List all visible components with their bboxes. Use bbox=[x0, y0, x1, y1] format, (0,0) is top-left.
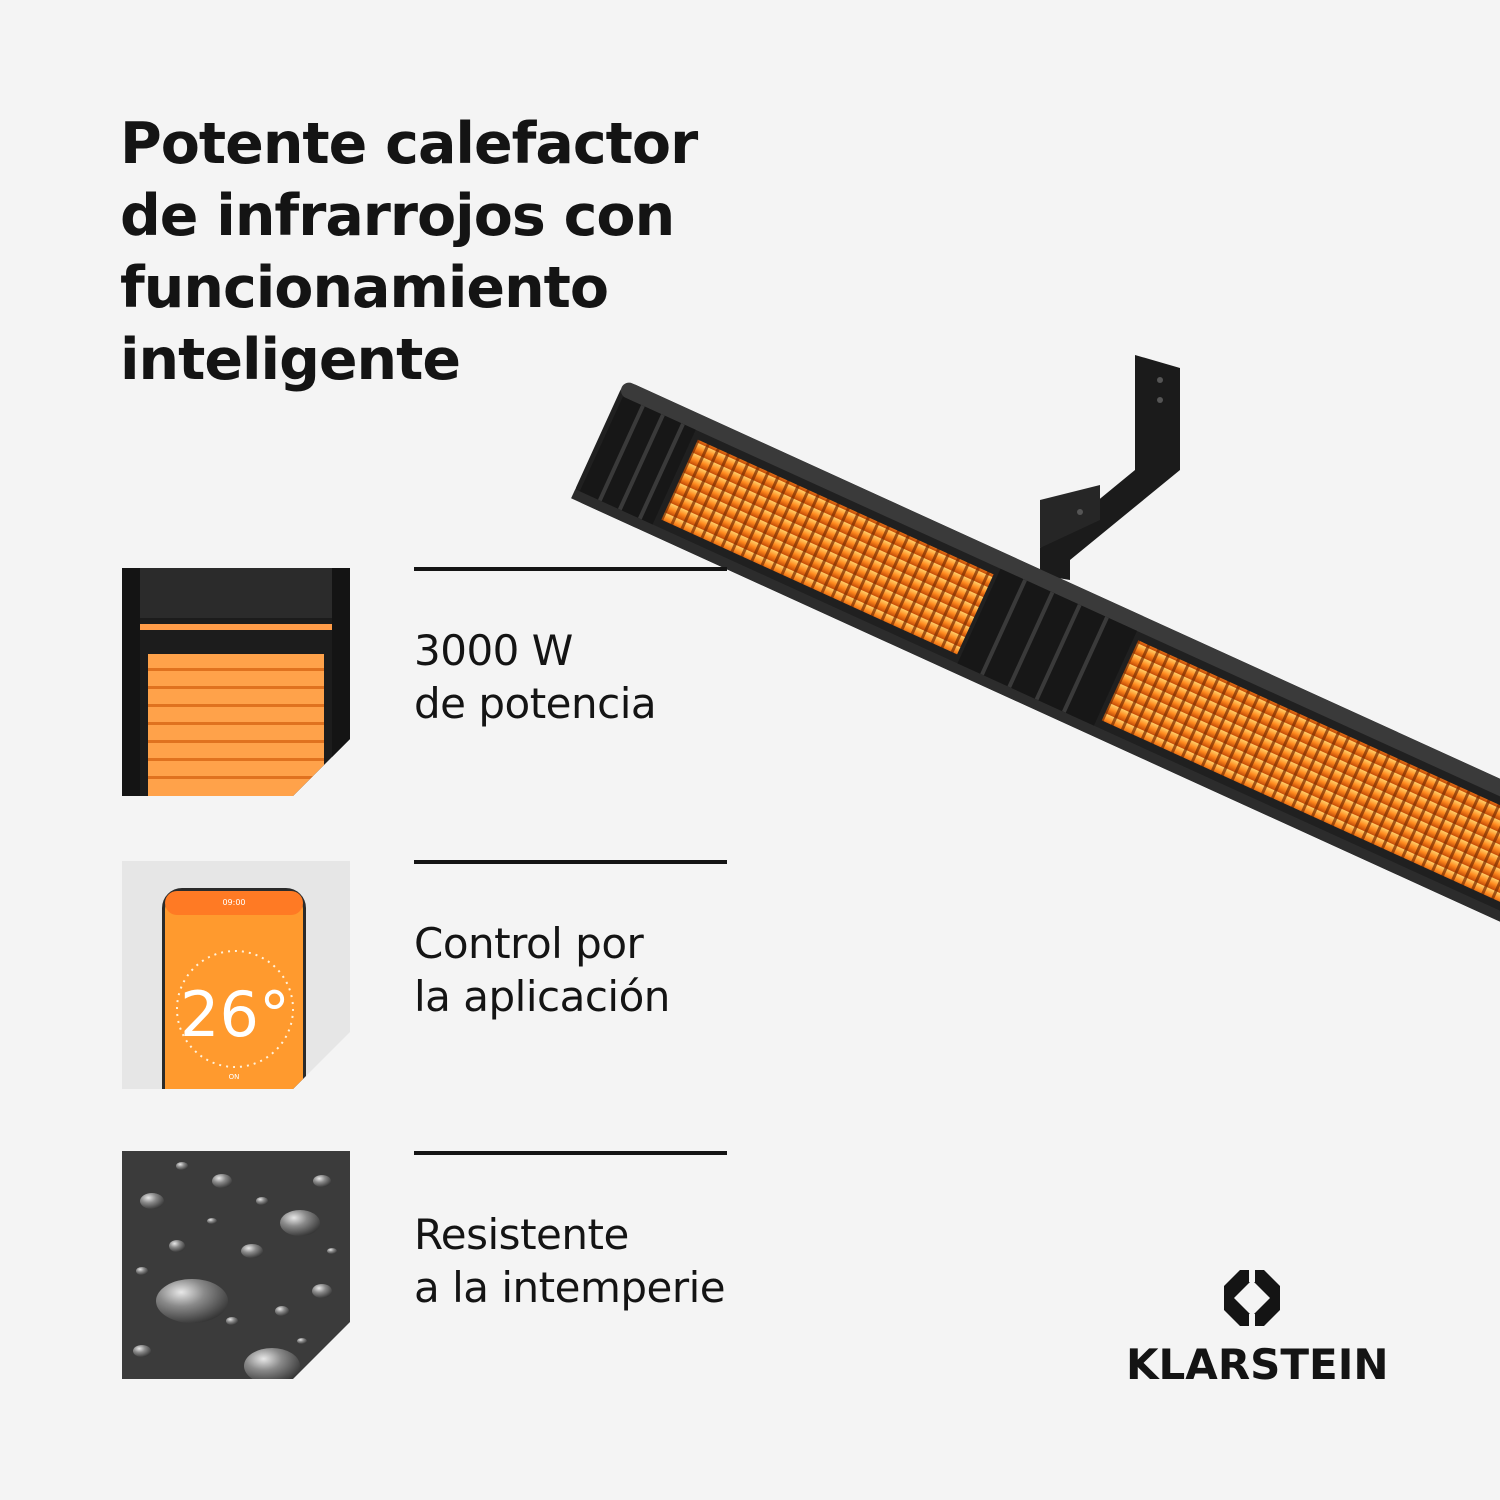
water-droplets-icon bbox=[122, 1151, 350, 1379]
feature-power: 3000 W de potencia bbox=[414, 624, 774, 730]
wall-bracket bbox=[1040, 355, 1180, 580]
page-title: Potente calefactor de infrarrojos con fu… bbox=[120, 108, 740, 396]
smartphone-app-icon: 09:00 26° ON bbox=[122, 861, 350, 1089]
feature-line: 3000 W bbox=[414, 626, 573, 675]
phone-time: 09:00 bbox=[222, 898, 245, 907]
title-line-2: de infrarrojos con bbox=[120, 183, 675, 249]
feature-line: a la intemperie bbox=[414, 1263, 726, 1312]
brand-name: KLARSTEIN bbox=[1126, 1340, 1389, 1389]
feature-divider bbox=[414, 1151, 727, 1155]
feature-divider bbox=[414, 567, 727, 571]
heater-element-icon bbox=[122, 568, 350, 796]
feature-line: Control por bbox=[414, 919, 644, 968]
feature-line: de potencia bbox=[414, 679, 657, 728]
title-line-4: inteligente bbox=[120, 327, 461, 393]
title-line-3: funcionamiento bbox=[120, 255, 609, 321]
brand-logo: KLARSTEIN bbox=[1126, 1268, 1389, 1389]
feature-line: la aplicación bbox=[414, 972, 670, 1021]
feature-weatherproof: Resistente a la intemperie bbox=[414, 1208, 774, 1314]
title-line-1: Potente calefactor bbox=[120, 111, 698, 177]
klarstein-logo-icon bbox=[1224, 1268, 1280, 1328]
heater-body bbox=[571, 382, 1500, 934]
phone-status: ON bbox=[229, 1073, 240, 1081]
phone-temperature: 26° bbox=[180, 978, 290, 1051]
feature-line: Resistente bbox=[414, 1210, 629, 1259]
feature-divider bbox=[414, 860, 727, 864]
feature-app-control: Control por la aplicación bbox=[414, 917, 774, 1023]
